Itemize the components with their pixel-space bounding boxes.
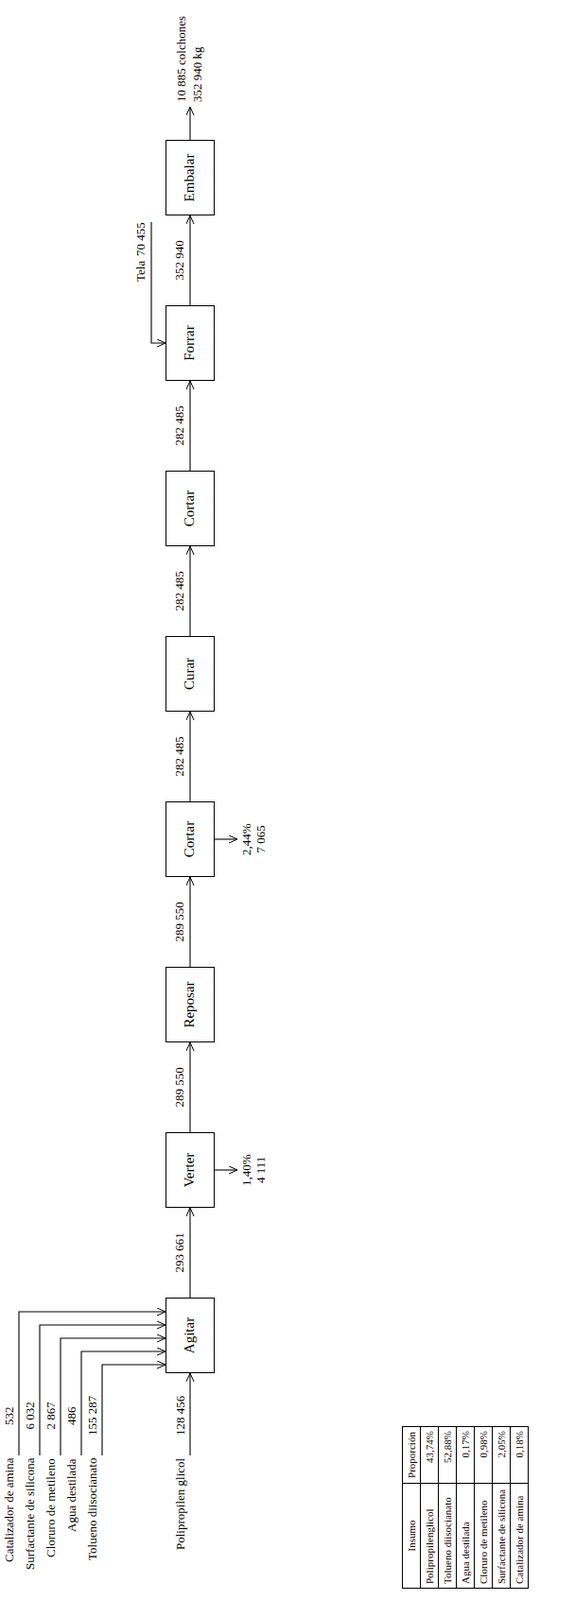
flow-quantity: 289 550 <box>173 1067 188 1108</box>
flow-quantity: 293 661 <box>173 1233 188 1273</box>
input-name: Catalizador de amina <box>2 1459 18 1564</box>
loss-figure: 4 111 <box>254 1157 269 1185</box>
flow-arrow <box>189 712 191 802</box>
flow-arrow <box>189 546 191 637</box>
loss-figure: 7 065 <box>254 825 269 854</box>
loss-arrow <box>214 838 238 840</box>
process-box: Curar <box>165 636 215 713</box>
table-cell: 43,74% <box>419 1427 439 1485</box>
loss-figure: 2,44% <box>240 823 255 856</box>
flow-arrow <box>189 1043 191 1133</box>
step-name: Reposar <box>181 981 198 1029</box>
input-name: 70 455 <box>134 222 149 257</box>
input-quantity: 2 867 <box>44 1402 59 1430</box>
table-cell: Agua destilada <box>455 1483 475 1590</box>
flow-arrow <box>189 381 191 471</box>
step-name: Cortar <box>181 490 198 527</box>
loss-arrow <box>214 1169 238 1171</box>
flow-quantity: 352 940 <box>173 240 188 280</box>
input-quantity: 486 <box>65 1408 80 1428</box>
process-box: Embalar <box>165 139 215 216</box>
input-line <box>18 1312 166 1457</box>
step-name: Cortar <box>181 821 198 858</box>
table-cell: Tolueno diisocianato <box>437 1483 457 1590</box>
table-cell: Proporción <box>401 1427 421 1485</box>
process-box: Agitar <box>165 1298 215 1375</box>
output-arrow <box>189 106 191 140</box>
table-cell: 52,88% <box>437 1427 457 1485</box>
table-cell: 0,17% <box>455 1427 475 1485</box>
table-cell: 0,98% <box>473 1427 493 1485</box>
flow-arrow <box>189 215 191 306</box>
flow-arrow <box>189 1208 191 1299</box>
input-quantity: 6 032 <box>23 1402 38 1430</box>
table-cell: Catalizador de amina <box>509 1483 529 1590</box>
flow-quantity: 282 485 <box>173 571 188 611</box>
flow-quantity: 282 485 <box>173 405 188 446</box>
input-line <box>102 1365 166 1457</box>
table-cell: Cloruro de metileno <box>473 1483 493 1590</box>
table-cell: Surfactante de silicona <box>491 1483 511 1590</box>
step-name: Embalar <box>181 154 198 203</box>
input-line <box>60 1339 166 1457</box>
input-name: Tolueno diisocianato <box>86 1459 101 1562</box>
input-quantity: 128 456 <box>174 1396 189 1437</box>
process-box: Cortar <box>165 470 215 547</box>
input-line <box>151 222 166 344</box>
flow-quantity: 282 485 <box>173 736 188 777</box>
table-cell: Insumo <box>401 1483 421 1590</box>
loss-figure: 1,40% <box>240 1154 255 1187</box>
flow-quantity: 289 550 <box>173 902 188 942</box>
input-name: Agua destilada <box>65 1459 80 1534</box>
table-cell: 2,05% <box>491 1427 511 1485</box>
flow-arrow <box>189 877 191 968</box>
table-cell: 0,18% <box>509 1427 529 1485</box>
process-box: Verter <box>165 1132 215 1209</box>
input-quantity: 532 <box>2 1408 18 1428</box>
output-figure: 352 940 kg <box>191 47 206 104</box>
input-line <box>189 1374 191 1457</box>
step-name: Verter <box>181 1153 198 1189</box>
process-box: Forrar <box>165 305 215 382</box>
input-name: Tela <box>134 261 149 282</box>
input-name: Polipropilen glicol <box>174 1459 189 1551</box>
output-figure: 10 885 colchones <box>174 16 190 103</box>
input-name: Cloruro de metileno <box>44 1459 59 1559</box>
input-quantity: 155 287 <box>86 1396 101 1437</box>
input-line <box>81 1352 166 1457</box>
table-cell: Polipropilenglicol <box>419 1483 439 1590</box>
input-line <box>39 1325 166 1457</box>
process-box: Reposar <box>165 967 215 1044</box>
step-name: Forrar <box>181 325 198 362</box>
process-box: Cortar <box>165 801 215 878</box>
step-name: Curar <box>181 658 198 691</box>
step-name: Agitar <box>181 1318 198 1355</box>
input-name: Surfactante de silicona <box>23 1459 38 1571</box>
